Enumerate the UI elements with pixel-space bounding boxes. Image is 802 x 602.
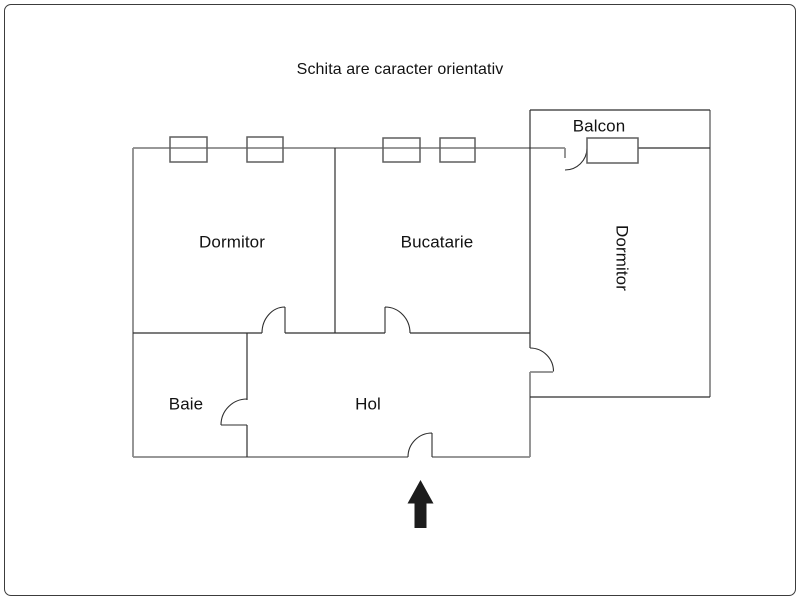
window-dormitor-left-1 xyxy=(169,136,208,163)
door-entrance xyxy=(407,432,433,458)
outer-border xyxy=(4,4,796,596)
window-bucatarie-1 xyxy=(382,137,421,163)
door-baie xyxy=(220,398,248,426)
room-label-balcon: Balcon xyxy=(572,116,626,136)
window-bucatarie-2 xyxy=(439,137,476,163)
window-balcon xyxy=(586,137,639,164)
door-hol-dormitor-right xyxy=(529,347,555,372)
room-label-baie: Baie xyxy=(168,394,204,414)
entrance-arrow-icon xyxy=(407,480,434,528)
windows xyxy=(169,136,639,164)
doors xyxy=(220,148,588,458)
room-label-hol: Hol xyxy=(355,394,381,414)
interior-walls xyxy=(133,109,710,457)
door-bucatarie xyxy=(384,306,411,334)
room-label-dormitor-left: Dormitor xyxy=(199,232,265,252)
room-label-dormitor-right: Dormitor xyxy=(612,225,632,291)
outer-walls xyxy=(132,110,711,458)
door-dormitor-left xyxy=(261,306,286,334)
room-label-bucatarie: Bucatarie xyxy=(400,232,474,252)
window-dormitor-left-2 xyxy=(246,136,284,163)
door-balcon xyxy=(564,148,588,171)
plan-title: Schita are caracter orientativ xyxy=(296,61,504,78)
